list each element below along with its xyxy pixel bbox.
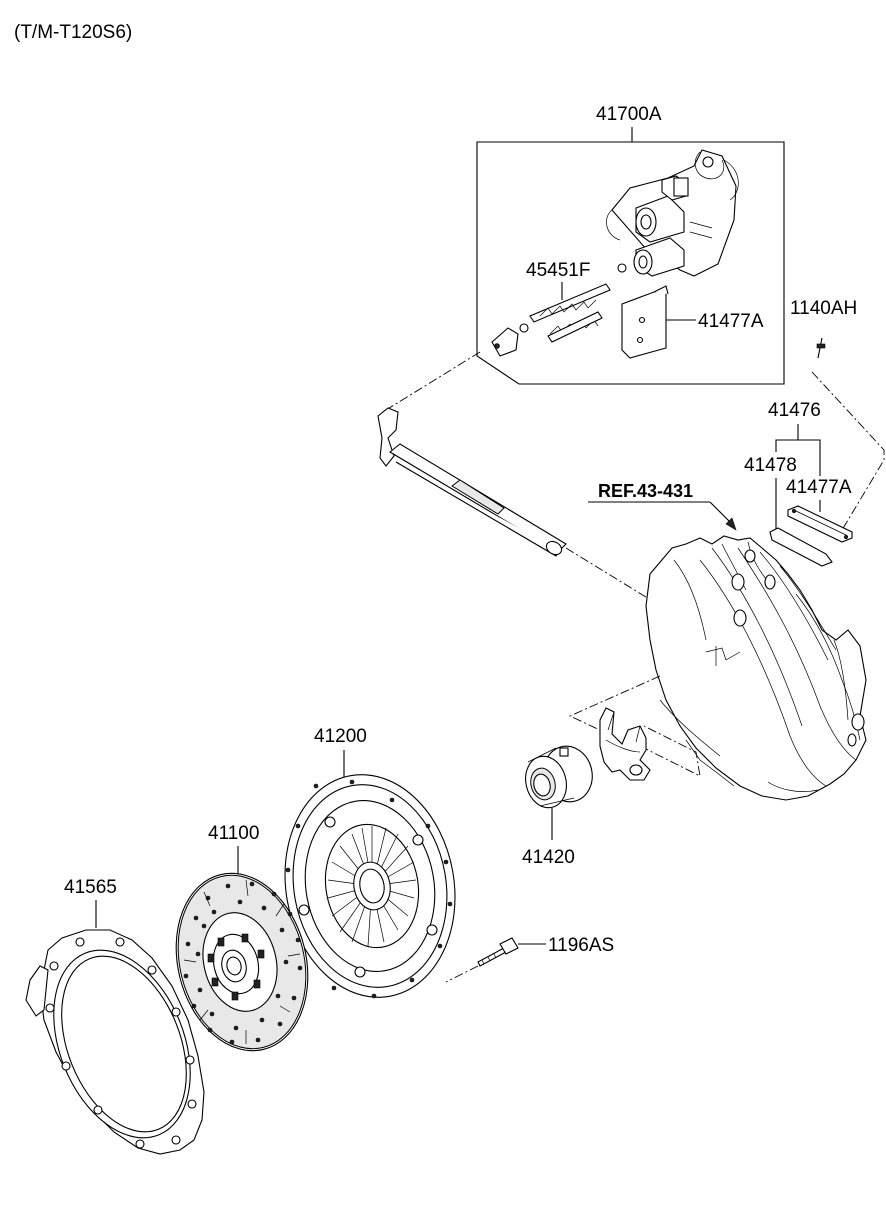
shaft-to-housing-line [565, 547, 655, 603]
label-45451F[interactable]: 45451F [526, 260, 590, 281]
bolt-1196AS [477, 937, 519, 967]
shaft-guide-line [385, 351, 481, 411]
bolt-guide-line [445, 965, 479, 983]
release-fork-shaft [377, 407, 567, 557]
clutch-disc [175, 872, 309, 1052]
push-rod-springs [491, 283, 611, 357]
release-bearing [525, 745, 593, 809]
label-41478[interactable]: 41478 [744, 455, 797, 476]
label-1196AS[interactable]: 1196AS [548, 935, 614, 956]
bracket-plate [621, 285, 669, 359]
cover-41477A [787, 505, 853, 543]
fork-guide-lines [568, 675, 701, 777]
model-title: (T/M-T120S6) [14, 22, 132, 43]
label-41100[interactable]: 41100 [208, 823, 259, 844]
screw-1140AH [816, 337, 826, 359]
label-1140AH[interactable]: 1140AH [790, 298, 857, 319]
label-41477A-box[interactable]: 41477A [698, 311, 764, 332]
transmission-housing [645, 535, 867, 801]
assembly-box-41700A [476, 127, 785, 385]
ref-arrowhead [725, 517, 737, 531]
pressure-plate [284, 774, 456, 999]
label-41477A[interactable]: 41477A [786, 477, 852, 498]
label-41420[interactable]: 41420 [522, 847, 575, 868]
label-41200[interactable]: 41200 [314, 726, 367, 747]
actuator-assembly [606, 149, 739, 277]
gasket-41478 [769, 527, 833, 567]
label-41700A[interactable]: 41700A [596, 104, 662, 125]
release-fork [599, 707, 651, 781]
flywheel-housing [25, 929, 205, 1155]
bracket-41476 [775, 424, 821, 476]
ref-label[interactable]: REF.43-431 [598, 481, 693, 501]
screw-guide-line [811, 371, 885, 541]
label-41476[interactable]: 41476 [768, 400, 821, 421]
label-41565[interactable]: 41565 [64, 877, 117, 898]
